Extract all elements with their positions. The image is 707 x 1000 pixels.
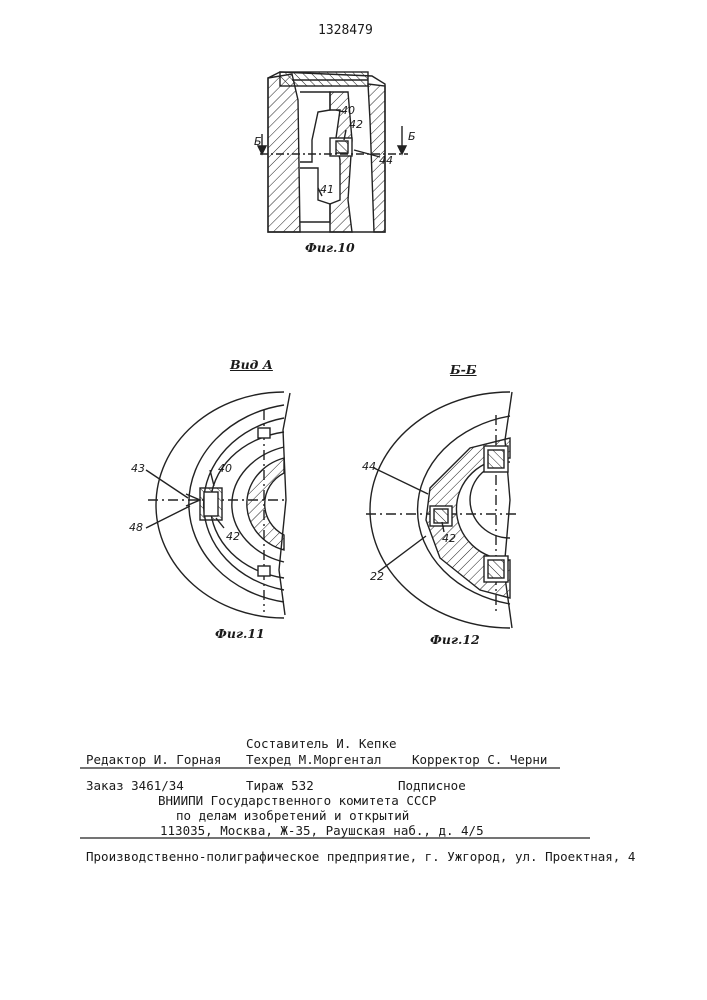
imprint-org-line2: по делам изобретений и открытий xyxy=(176,808,409,823)
imprint-subscription: Подписное xyxy=(398,778,466,793)
imprint-printer: Производственно-полиграфическое предприя… xyxy=(86,849,635,864)
imprint-editor: Редактор И. Горная xyxy=(86,752,221,767)
fig12-drawing xyxy=(366,392,516,628)
fig12-caption: Фиг.12 xyxy=(430,632,480,647)
fig10-section-mark-right: Б xyxy=(408,130,416,143)
fig12-section-label: Б-Б xyxy=(450,362,477,377)
imprint-org-line3: 113035, Москва, Ж-35, Раушская наб., д. … xyxy=(160,823,484,838)
imprint-order: Заказ 3461/34 xyxy=(86,778,184,793)
imprint-compiler: Составитель И. Кепке xyxy=(246,736,397,751)
fig11-label-43: 43 xyxy=(131,462,145,475)
fig12-label-44: 44 xyxy=(362,460,376,473)
imprint-org-line1: ВНИИПИ Государственного комитета СССР xyxy=(158,793,436,808)
fig12-label-42: 42 xyxy=(442,532,456,545)
imprint-techred: Техред М.Моргентал xyxy=(246,752,381,767)
fig11-view-label: Вид А xyxy=(230,357,273,372)
fig11-label-42: 42 xyxy=(226,530,240,543)
fig10-body xyxy=(258,72,408,232)
fig10-label-44: 44 xyxy=(379,154,393,167)
imprint-circulation: Тираж 532 xyxy=(246,778,314,793)
imprint-corrector: Корректор С. Черни xyxy=(412,752,547,767)
fig10-label-41: 41 xyxy=(320,183,334,196)
fig10-label-40: 40 xyxy=(341,104,355,117)
fig10-section-mark-left: Б xyxy=(254,135,262,148)
fig10-label-42: 42 xyxy=(349,118,363,131)
fig12-label-22: 22 xyxy=(370,570,384,583)
fig11-label-40: 40 xyxy=(218,462,232,475)
fig11-caption: Фиг.11 xyxy=(215,626,265,641)
fig10-caption: Фиг.10 xyxy=(305,240,355,255)
fig11-drawing xyxy=(146,392,290,618)
fig11-label-48: 48 xyxy=(129,521,143,534)
